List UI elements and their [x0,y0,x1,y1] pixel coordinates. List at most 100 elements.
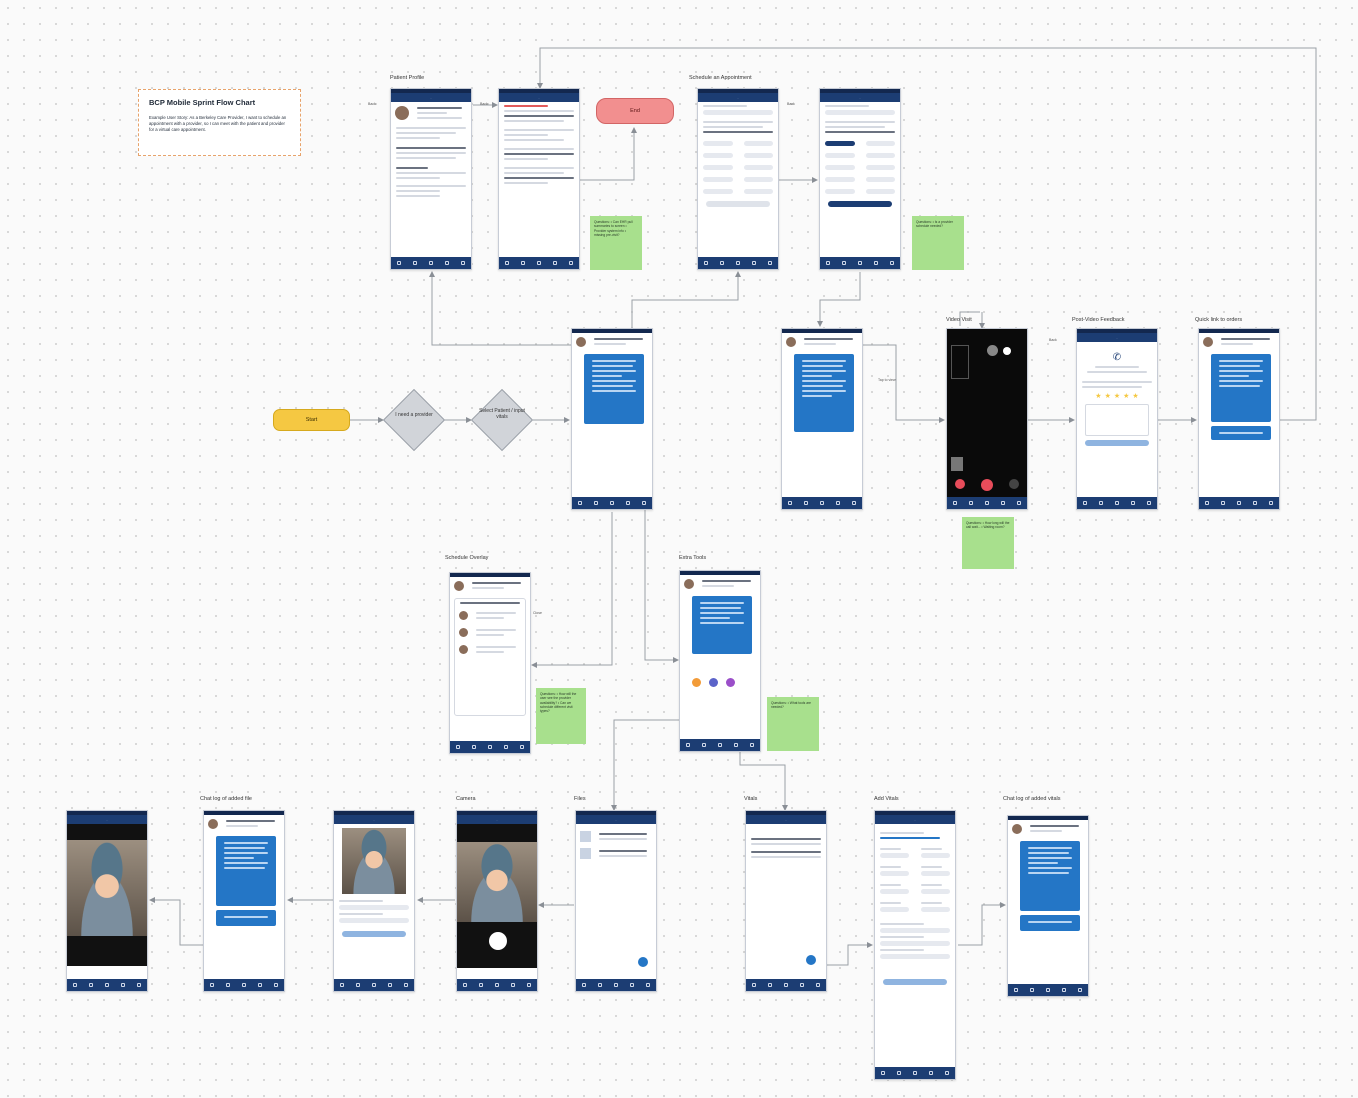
decision-2-label: Select Patient / input vitals [479,408,525,420]
tool-vitals-icon[interactable] [726,678,735,687]
phone-quick-link-orders [1198,328,1280,510]
sticky-note-5: Questions: • What tools are needed? [767,697,819,751]
chat-message-bubble [216,836,276,906]
shutter-button[interactable] [489,932,507,950]
connector-label-close: Close [533,611,542,615]
frame-title-schedule-overlay: Schedule Overlay [445,555,489,561]
phone-schedule-appointment: · [697,88,779,270]
camera-viewfinder [457,842,537,922]
phone-schedule-appointment-selected: · [819,88,901,270]
sticky-note-1: Questions: • Can EHR pull summaries to s… [590,216,642,270]
phone-appointment-details: · [498,88,580,270]
chat-message-bubble [1211,426,1271,440]
submit-button[interactable] [1085,440,1149,446]
frame-title-chat-log-file: Chat log of added file [200,796,252,802]
sticky-note-2: Questions: • Is a provider schedule need… [912,216,964,270]
phone-image-viewer: · [66,810,148,992]
submit-button[interactable] [883,979,947,985]
self-preview [951,345,969,379]
phone-video-visit [946,328,1028,510]
appointments-overlay [454,598,526,716]
add-file-button[interactable] [638,957,648,967]
header-bar: · [67,815,147,824]
flip-camera-icon[interactable] [1009,479,1019,489]
start-label: Start [305,416,318,423]
patient-photo [67,840,147,936]
phone-post-video-feedback: · ✆ ★ ★ ★ ★ ★ [1076,328,1158,510]
phone-add-photo-details: · [333,810,415,992]
file-message-bubble[interactable] [216,910,276,926]
phone-chat-main [571,328,653,510]
connector-label-back-4: Back [1049,338,1057,342]
user-story-card: BCP Mobile Sprint Flow Chart Example Use… [138,89,301,156]
phone-camera: · [456,810,538,992]
star-icon[interactable]: ★ [1095,393,1102,400]
end-label: End [630,107,640,114]
frame-title-extra-tools: Extra Tools [679,555,707,561]
star-icon[interactable]: ★ [1113,393,1121,400]
chat-message-bubble [692,596,752,654]
frame-title-files: Files [574,796,586,802]
add-vitals-button[interactable] [806,955,816,965]
star-icon[interactable]: ★ [1104,393,1111,400]
frame-title-video-visit: Video Visit [946,317,972,323]
chat-message-bubble [1211,354,1271,422]
frame-title-add-vitals: Add Vitals [874,796,899,802]
story-title: BCP Mobile Sprint Flow Chart [149,98,256,107]
header-bar: · [820,93,900,102]
phone-icon: ✆ [1112,352,1122,363]
header-bar: · [1077,333,1157,342]
phone-chat-confirmed [781,328,863,510]
thumbnail [951,457,963,471]
tool-camera-icon[interactable] [692,678,701,687]
end-node[interactable]: End [596,98,674,124]
start-node[interactable]: Start [273,409,350,431]
end-call-icon[interactable] [981,479,993,491]
patient-avatar [395,106,409,120]
connector-label-back-1: Back [368,102,376,106]
file-icon [580,848,591,859]
frame-title-chat-log-vitals: Chat log of added vitals [1003,796,1061,802]
header-bar: · [875,815,955,824]
connector-label-back-3: Back [787,102,795,106]
header-bar: · [499,93,579,102]
star-rating[interactable]: ★ ★ ★ ★ ★ [1077,392,1157,400]
caller-avatar [987,345,998,356]
phone-patient-profile: · [390,88,472,270]
submit-button[interactable] [828,201,892,207]
phone-schedule-overlay [449,572,531,754]
connector-label-back-2: Back [480,102,488,106]
header-bar: · [391,93,471,102]
decision-1-label: I need a provider [395,412,433,418]
frame-title-camera: Camera [456,796,476,802]
camera-icon[interactable] [955,479,965,489]
frame-title-patient-profile: Patient Profile [390,75,425,81]
mic-icon[interactable] [1003,347,1011,355]
star-icon[interactable]: ★ [1123,393,1130,400]
vitals-message-bubble[interactable] [1020,915,1080,931]
submit-button[interactable] [342,931,406,937]
header-bar: · [698,93,778,102]
decision-diamond-2 [470,388,534,452]
frame-title-schedule: Schedule an Appointment [689,75,752,81]
sticky-note-3: Questions: • How long will the call wait… [962,517,1014,569]
frame-title-quick-link: Quick link to orders [1195,317,1243,323]
sticky-note-4: Questions: • How will the user see the p… [536,688,586,744]
story-body: Example User Story: As a Berkeley Care P… [149,115,287,132]
file-icon [580,831,591,842]
chat-message-bubble [1020,841,1080,911]
submit-button[interactable] [706,201,770,207]
feedback-textarea[interactable] [1085,404,1149,436]
phone-add-vitals: · [874,810,956,1080]
connector-label-tap: Tap to view [878,378,896,382]
photo-preview [342,828,406,894]
phone-chat-log-file [203,810,285,992]
frame-title-post-video: Post-Video Feedback [1072,317,1125,323]
tool-files-icon[interactable] [709,678,718,687]
frame-title-vitals: Vitals [744,796,758,802]
phone-chat-log-vitals [1007,815,1089,997]
phone-vitals: · [745,810,827,992]
star-icon[interactable]: ★ [1132,393,1139,400]
decision-diamond-1 [382,388,446,452]
chat-message-bubble [794,354,854,432]
